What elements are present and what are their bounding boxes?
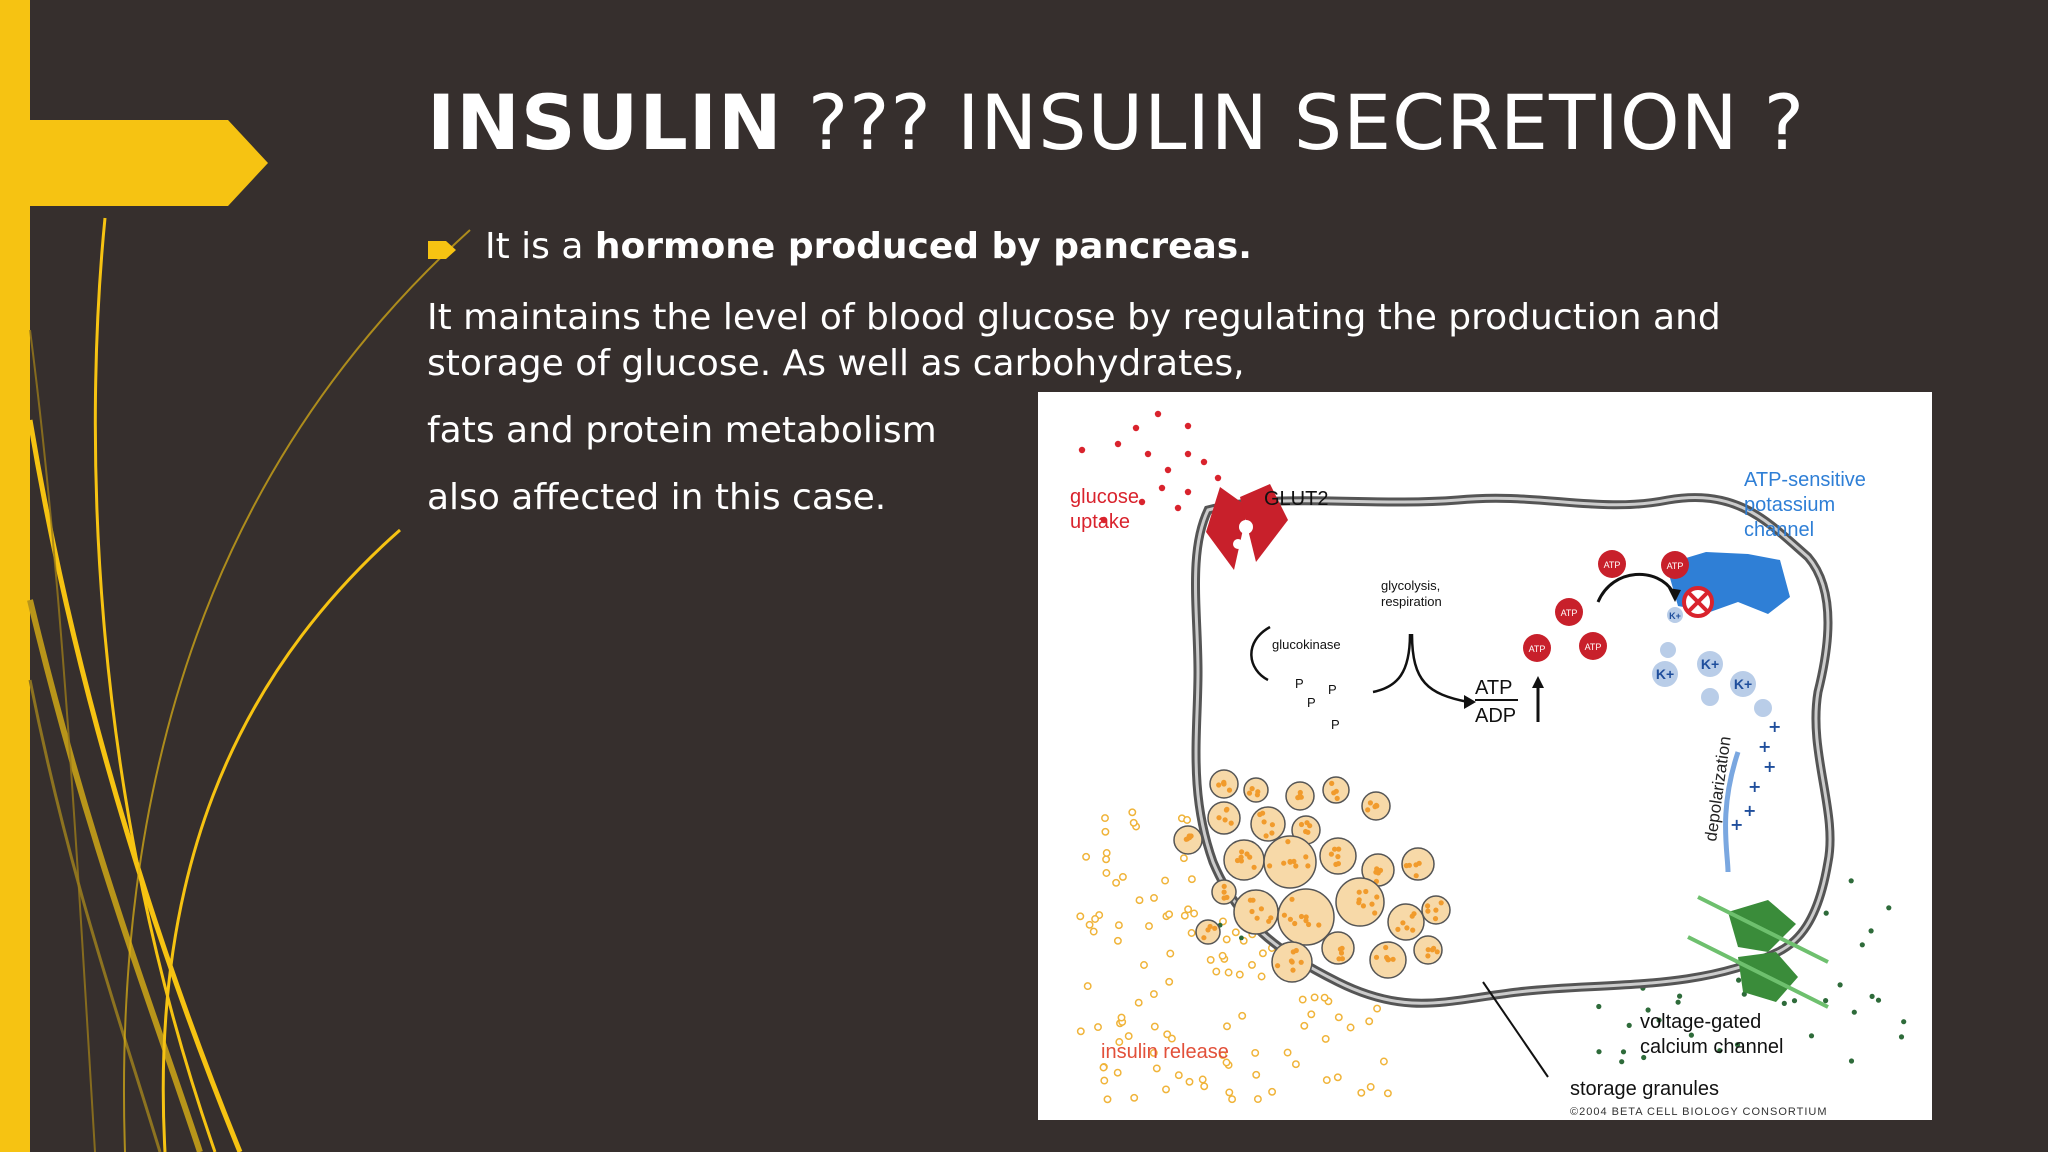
svg-text:+: + [1763,757,1776,776]
svg-text:+: + [1743,801,1756,820]
storage-granules [1173,769,1451,983]
svg-text:K+: K+ [1656,666,1674,682]
atp-label: ATP [1475,677,1512,699]
svg-text:K+: K+ [1734,676,1752,692]
svg-text:P: P [1307,695,1316,710]
bullet-prefix: It is a [485,226,595,267]
svg-text:+: + [1730,815,1743,834]
svg-text:potassium: potassium [1744,494,1835,516]
positive-charges: +++ +++ [1730,717,1781,834]
svg-text:ATP: ATP [1604,560,1621,570]
svg-text:ATP: ATP [1529,644,1546,654]
svg-text:+: + [1748,777,1761,796]
svg-text:respiration: respiration [1381,594,1442,609]
insulin-release-label: insulin release [1101,1041,1229,1063]
atp-potassium-channel-icon [1666,552,1790,618]
svg-text:P: P [1331,717,1340,732]
atp-channel-label: ATP-sensitive [1744,469,1866,491]
svg-text:ATP: ATP [1585,642,1602,652]
svg-text:K+: K+ [1669,611,1681,621]
phosphate-labels: P P P P [1295,676,1340,732]
svg-text:K+: K+ [1701,656,1719,672]
bullet-bold: hormone produced by pancreas. [594,226,1252,267]
arrow-bullet-icon [428,241,456,259]
svg-text:calcium channel: calcium channel [1640,1036,1783,1058]
paragraph-1-line-2: storage of glucose. As well as carbohydr… [427,343,1245,384]
paragraph-2: fats and protein metabolism [427,410,937,451]
svg-text:ATP: ATP [1667,561,1684,571]
glucokinase-label: glucokinase [1272,637,1341,652]
svg-text:uptake: uptake [1070,511,1130,533]
copyright-label: ©2004 BETA CELL BIOLOGY CONSORTIUM [1570,1106,1828,1118]
paragraph-1-line-1: It maintains the level of blood glucose … [427,297,1721,338]
paragraph-3: also affected in this case. [427,477,887,518]
paragraph-1: It maintains the level of blood glucose … [427,295,1721,387]
calcium-channel-icon [1687,895,1829,1009]
storage-granules-label: storage granules [1570,1078,1719,1100]
svg-text:+: + [1758,737,1771,756]
atp-badge: ATP ATP ATP ATP ATP [1523,550,1689,662]
glucose-uptake-label: glucose [1070,486,1139,508]
svg-text:P: P [1328,682,1337,697]
adp-label: ADP [1475,705,1516,727]
page-title: INSULIN ??? INSULIN SECRETION ? [427,78,1805,167]
bullet-text: It is a hormone produced by pancreas. [485,226,1252,267]
svg-text:P: P [1295,676,1304,691]
glut2-transporter-icon [1206,484,1288,570]
glut2-label: GLUT2 [1264,488,1328,510]
potassium-ions: K+ K+ K+ K+ [1652,607,1772,717]
title-bold: INSULIN [427,78,783,167]
beta-cell-diagram: ATP ATP ATP ATP ATP K+ K+ K+ K+ +++ +++ [1038,392,1932,1120]
svg-text:ATP: ATP [1561,608,1578,618]
glycolysis-label: glycolysis, [1381,578,1440,593]
calcium-channel-label: voltage-gated [1640,1011,1761,1033]
svg-text:+: + [1768,717,1781,736]
svg-text:channel: channel [1744,519,1814,541]
title-rest: ??? INSULIN SECRETION ? [807,78,1806,167]
